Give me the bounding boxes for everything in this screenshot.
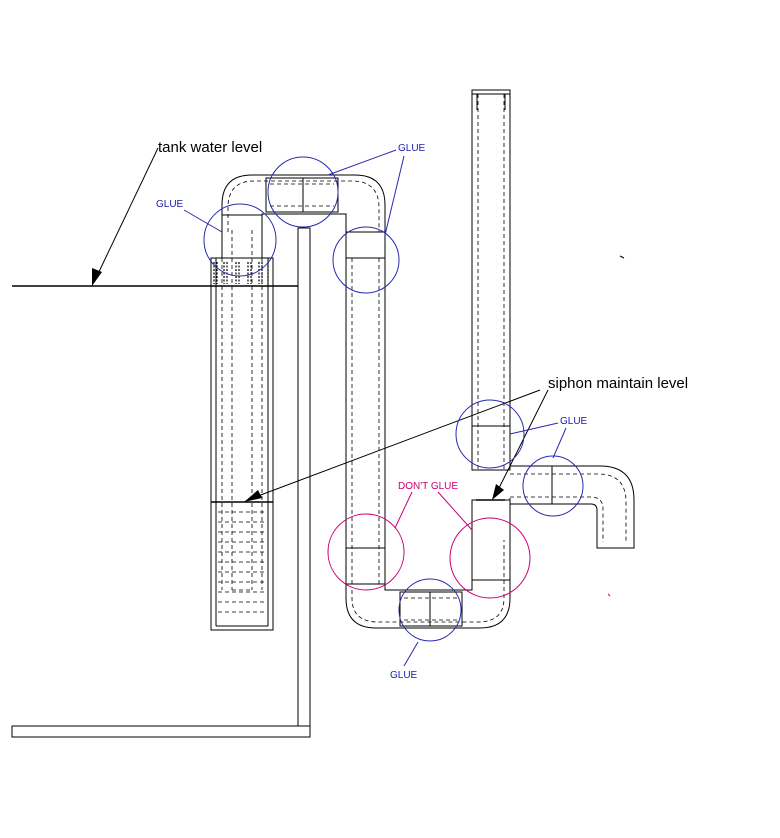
glue-circle-bottom-joint xyxy=(398,578,462,642)
glue-circle-top-joint xyxy=(267,156,339,228)
glue-circle-riser-joint xyxy=(455,399,525,469)
glue-circle-outlet-joint xyxy=(522,455,584,517)
glue-label-bottom: GLUE xyxy=(390,670,418,681)
glue-label-right: GLUE xyxy=(560,416,588,427)
tall-riser-pipe xyxy=(471,89,511,501)
glue-label-top-left: GLUE xyxy=(156,199,184,210)
glue-circle-left-joint xyxy=(203,203,277,277)
dont-glue-circle-left xyxy=(327,513,405,591)
middle-down-pipe xyxy=(345,258,386,585)
tank-water-level-label: tank water level xyxy=(158,139,262,156)
dont-glue-label: DON'T GLUE xyxy=(398,481,458,492)
siphon-level-arrow xyxy=(244,389,549,502)
tank-level-arrow xyxy=(92,147,159,286)
column-water-hatch xyxy=(218,511,266,613)
outlet-elbow-pipe xyxy=(509,465,635,549)
bottom-bend-pipe xyxy=(345,498,511,629)
glue-label-top-right: GLUE xyxy=(398,143,426,154)
tank-wall xyxy=(11,227,311,738)
siphon-maintain-level-label: siphon maintain level xyxy=(548,375,688,392)
intake-column xyxy=(210,230,274,631)
top-bend-pipe xyxy=(221,174,386,259)
dont-glue-circle-right xyxy=(449,517,531,599)
glue-circle-right-top-joint xyxy=(332,226,400,294)
